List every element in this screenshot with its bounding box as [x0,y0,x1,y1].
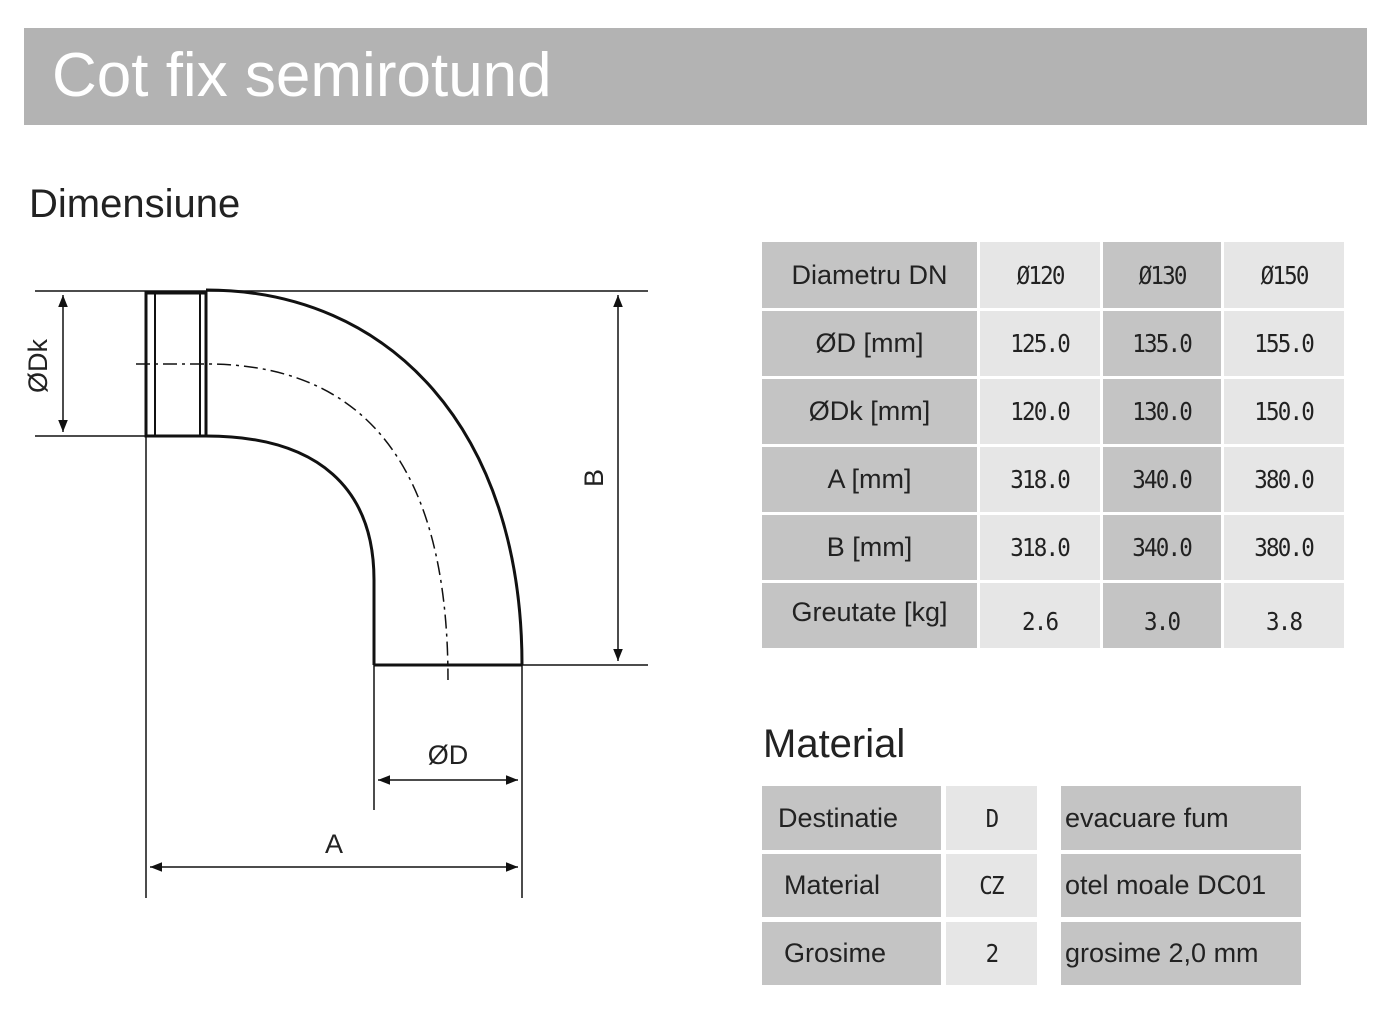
cell-text: grosime 2,0 mm [1065,938,1259,968]
cell-text: ØDk [mm] [808,396,931,426]
title-bar: Cot fix semirotund [24,28,1367,125]
cell-text: 150.0 [1254,397,1316,426]
b-label: B [579,469,609,487]
cell-text: 3.0 [1144,607,1181,636]
material-cell: evacuare fum [1061,786,1301,850]
cell-text: ØD [mm] [815,328,924,358]
cell-text: B [mm] [826,532,913,562]
table-cell: 380.0 [1224,515,1344,580]
cell-text: evacuare fum [1065,802,1229,833]
table-header-cell: Diametru DN [762,242,977,308]
centerline [136,363,449,681]
cell-text: Grosime [784,938,887,968]
material-heading: Material [763,722,906,766]
cell-text: Material [784,870,881,900]
cell-text: 120.0 [1010,397,1072,426]
cell-text: Ø120 [1016,260,1066,290]
table-cell: 2.6 [980,583,1100,648]
material-cell: otel moale DC01 [1061,854,1301,917]
cell-text: A [mm] [827,464,912,494]
table-cell: ØDk [mm] [762,379,977,444]
cell-text: D [985,803,1000,833]
table-cell: 135.0 [1103,311,1221,376]
cell-text: 2 [985,939,1000,968]
cell-text: 340.0 [1132,465,1194,494]
material-cell: Grosime [762,922,941,985]
table-cell: 340.0 [1103,515,1221,580]
table-header-cell: Ø120 [980,242,1100,308]
cell-text: 380.0 [1254,533,1316,562]
table-cell: 318.0 [980,447,1100,512]
material-cell: Material [762,854,941,917]
cell-text: Ø150 [1260,260,1310,290]
cell-text: 135.0 [1132,329,1194,358]
dk-label: ØDk [23,339,53,394]
table-cell: 380.0 [1224,447,1344,512]
dimensions-heading: Dimensiune [29,182,241,226]
table-cell: 318.0 [980,515,1100,580]
table-cell: A [mm] [762,447,977,512]
table-header-cell: Ø130 [1103,242,1221,308]
cell-text: 3.8 [1266,607,1303,636]
material-cell: Destinatie [762,786,941,850]
elbow-inner-arc [205,434,376,665]
cell-text: 125.0 [1010,329,1072,358]
cell-text: 380.0 [1254,465,1316,494]
a-label: A [325,829,343,859]
material-cell: D [946,786,1037,850]
cell-text: Destinatie [778,802,899,833]
material-cell: CZ [946,854,1037,917]
cell-text: CZ [979,871,1005,900]
cell-text: 340.0 [1132,533,1194,562]
cell-text: 318.0 [1010,465,1072,494]
table-cell: 125.0 [980,311,1100,376]
d-label: ØD [428,740,469,770]
table-cell: B [mm] [762,515,977,580]
table-cell: Greutate [kg] [762,583,977,648]
table-cell: 340.0 [1103,447,1221,512]
table-cell: 3.8 [1224,583,1344,648]
material-cell: grosime 2,0 mm [1061,922,1301,985]
material-cell: 2 [946,922,1037,985]
cell-text: Ø130 [1138,260,1188,290]
table-cell: 130.0 [1103,379,1221,444]
table-cell: ØD [mm] [762,311,977,376]
cell-text: 155.0 [1254,329,1316,358]
cell-text: otel moale DC01 [1065,870,1267,900]
elbow-outer-arc [205,288,524,666]
table-cell: 120.0 [980,379,1100,444]
cell-text: 318.0 [1010,533,1072,562]
table-header-cell: Ø150 [1224,242,1344,308]
table-cell: 155.0 [1224,311,1344,376]
table-cell: 3.0 [1103,583,1221,648]
cell-text: 130.0 [1132,397,1194,426]
cell-text: 2.6 [1022,607,1059,636]
cell-text: Diametru DN [791,259,948,290]
cell-text: Greutate [kg] [791,597,948,627]
elbow-technical-drawing: ØDk B ØD A [23,288,648,898]
table-cell: 150.0 [1224,379,1344,444]
page-title: Cot fix semirotund [52,41,552,110]
